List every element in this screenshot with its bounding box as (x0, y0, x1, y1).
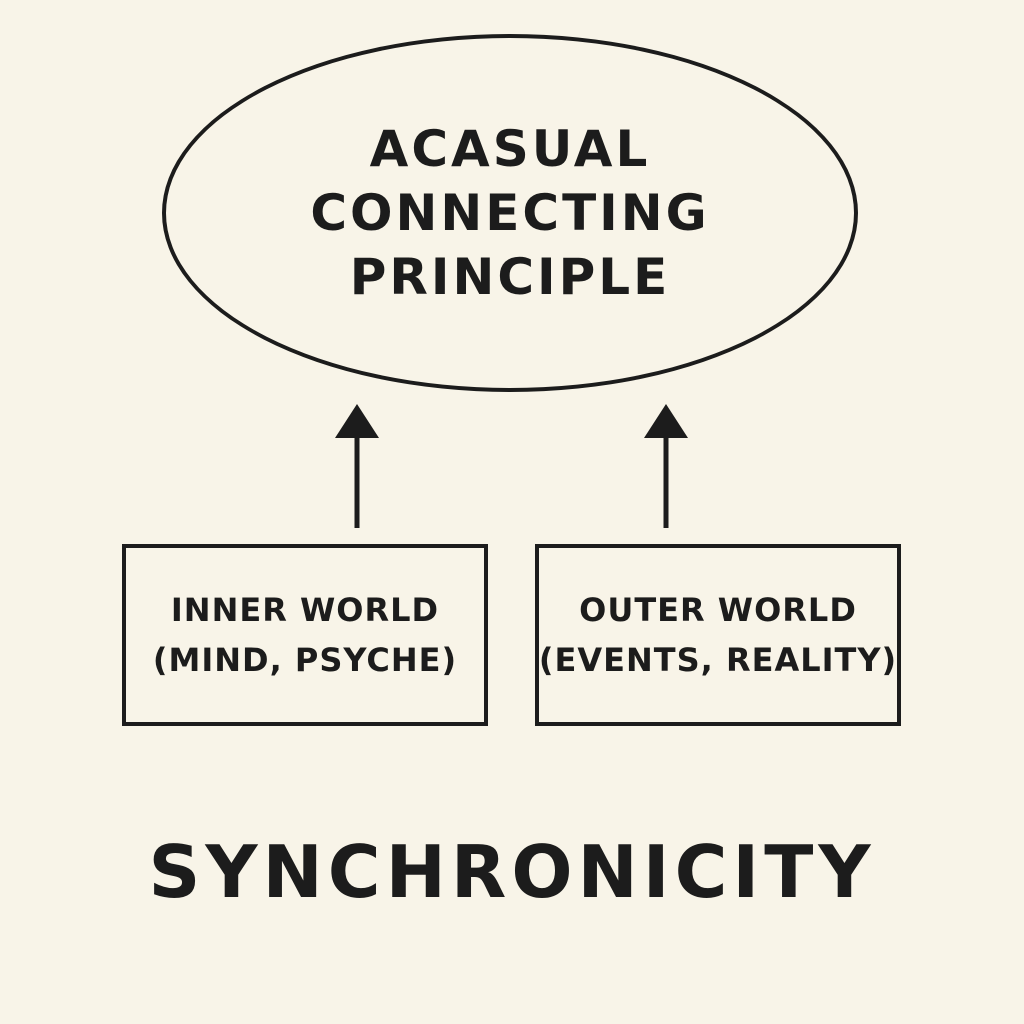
inner-world-box: INNER WORLD (MIND, PSYCHE) (122, 544, 488, 726)
principle-label-line-1: ACASUAL (369, 120, 651, 178)
inner-world-label: INNER WORLD (170, 591, 440, 629)
outer-world-label: OUTER WORLD (579, 591, 857, 629)
inner-world-sublabel: (MIND, PSYCHE) (152, 641, 458, 679)
arrow-outer-head (644, 404, 688, 438)
arrow-outer-to-principle (644, 404, 688, 528)
acausal-principle-ellipse: ACASUAL CONNECTING PRINCIPLE (162, 34, 858, 392)
outer-world-box: OUTER WORLD (EVENTS, REALITY) (535, 544, 901, 726)
principle-label-line-3: PRINCIPLE (349, 248, 671, 306)
principle-label-line-2: CONNECTING (310, 184, 710, 242)
arrow-inner-to-principle (335, 404, 379, 528)
arrow-inner-head (335, 404, 379, 438)
diagram-title: SYNCHRONICITY (148, 830, 876, 914)
outer-world-sublabel: (EVENTS, REALITY) (538, 641, 898, 679)
